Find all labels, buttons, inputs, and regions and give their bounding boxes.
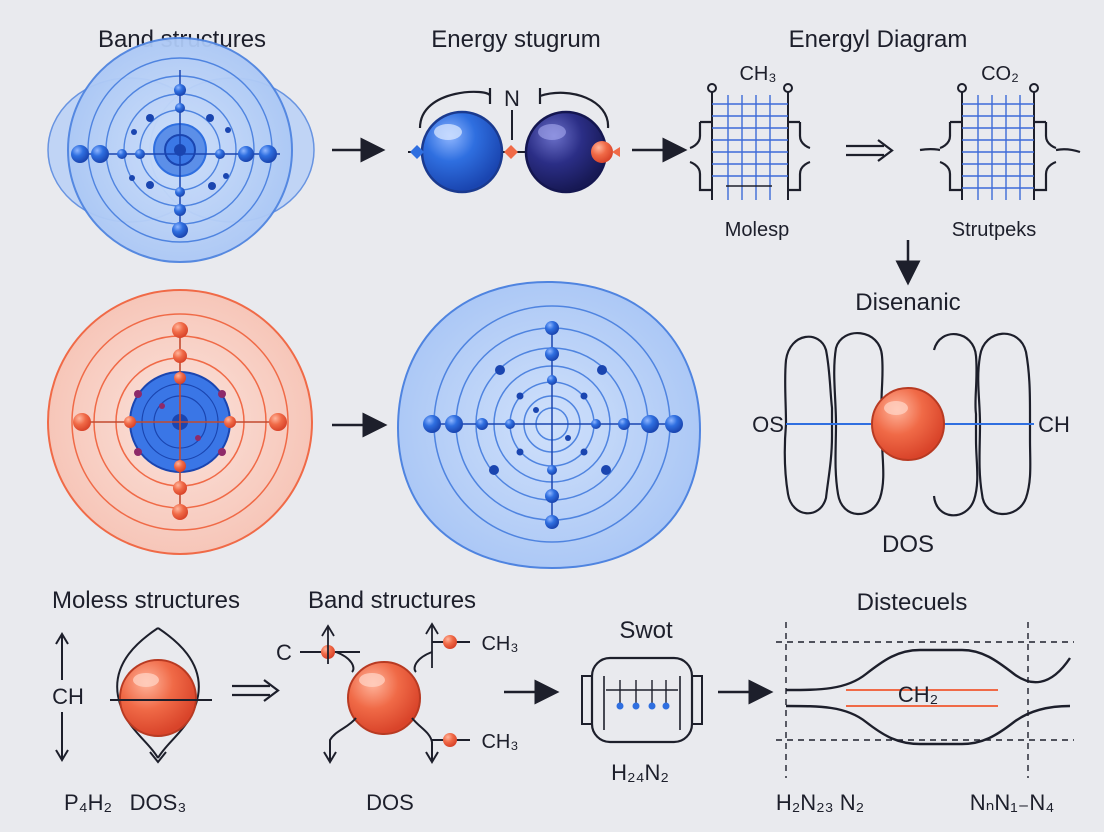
dos-mid-label: DOS [882, 531, 934, 558]
p4h2-label: P₄H₂ [64, 790, 112, 815]
band-structure-atom-icon [47, 37, 315, 263]
energy-grid-icon-right [919, 83, 1081, 200]
h24n2-label: H₂₄N₂ [611, 760, 669, 785]
ch-right-label: CH [1038, 412, 1070, 437]
moless-molecule-icon [55, 627, 212, 764]
distecuels-band-icon [776, 622, 1074, 778]
moless-structures-label: Moless structures [52, 587, 240, 614]
os-label: OS [752, 412, 784, 437]
ch3-bottom-lower-label: CH₃ [481, 731, 518, 753]
strutpeks-label: Strutpeks [952, 219, 1036, 241]
distecuels-label: Distecuels [857, 589, 968, 616]
energy-grid-icon-left [689, 83, 811, 200]
swot-label: Swot [619, 617, 673, 644]
orange-atom-icon [47, 289, 313, 555]
energyl-diagram-label: Energyl Diagram [789, 26, 968, 53]
ch3-bottom-upper-label: CH₃ [481, 633, 518, 655]
energy-stugrum-label: Energy stugrum [431, 26, 600, 53]
co2-top-label: CO₂ [981, 63, 1019, 85]
diatomic-molecule-icon [408, 88, 620, 194]
dos-bottom-label: DOS [366, 790, 414, 815]
ch-left-label: CH [52, 684, 84, 709]
ch3-top-label: CH₃ [739, 63, 776, 85]
band-molecule-icon [300, 622, 470, 764]
c-label: C [276, 640, 292, 665]
n-label: N [504, 86, 520, 111]
orbital-lobes-icon [783, 332, 1034, 517]
double-arrow-right-icon [846, 139, 894, 162]
h2n23n2-label: H₂N₂₃ N₂ [776, 790, 864, 815]
dos3-label: DOS₃ [130, 790, 187, 815]
blue-atom-icon [396, 280, 702, 570]
band-structures-bottom-label: Band structures [308, 587, 476, 614]
swot-device-icon [581, 656, 703, 744]
disenanic-label: Disenanic [855, 289, 960, 316]
ch2-label: CH₂ [898, 682, 938, 707]
double-arrow-right-icon [232, 679, 280, 702]
nnnn4-label: NₙN₁₋N₄ [970, 790, 1054, 815]
molesp-label: Molesp [725, 219, 789, 241]
